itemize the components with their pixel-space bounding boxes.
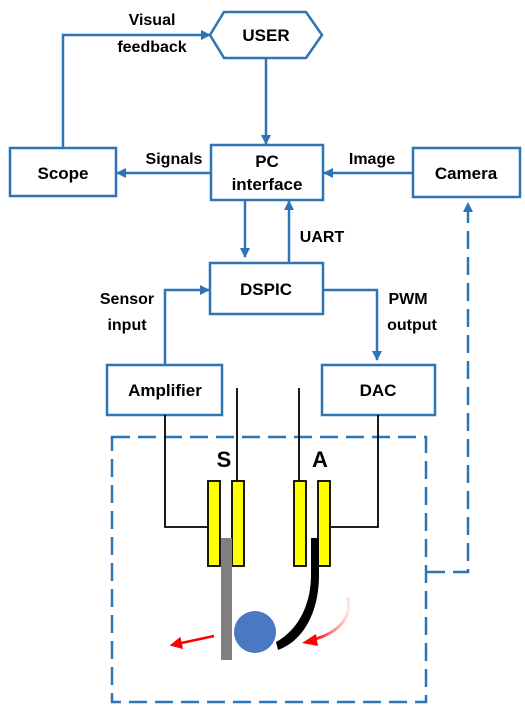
dac-label: DAC xyxy=(360,381,397,400)
sensor-beam xyxy=(221,538,232,660)
dac-node xyxy=(320,363,437,417)
pc-interface-label-line1: PC xyxy=(255,152,279,171)
user-label: USER xyxy=(242,26,289,45)
amplifier-node xyxy=(105,363,224,417)
camera-label: Camera xyxy=(435,164,498,183)
visual-feedback-label-line1: Visual xyxy=(129,12,176,29)
sensor-input-arrow xyxy=(163,285,210,364)
pwm-output-label-line2: output xyxy=(387,317,437,334)
actuator-motion-arrowhead xyxy=(302,634,318,646)
uart-label: UART xyxy=(300,229,345,246)
actuator-beam xyxy=(276,538,319,650)
amplifier-label: Amplifier xyxy=(128,381,202,400)
sensor-input-label-line1: Sensor xyxy=(100,291,154,308)
experiment-enclosure xyxy=(110,435,428,704)
sensor-input-label-line2: input xyxy=(107,317,147,334)
actuator-electrode-label: A xyxy=(312,447,328,472)
actuator-electrode-right xyxy=(317,480,331,567)
pc-interface-label-line2: interface xyxy=(232,175,303,194)
signals-label: Signals xyxy=(146,151,203,168)
image-label: Image xyxy=(349,151,395,168)
visual-feedback-arrow xyxy=(61,30,211,148)
pwm-output-label-line1: PWM xyxy=(388,291,427,308)
scope-node xyxy=(8,146,118,198)
amplifier-wire-left xyxy=(164,415,211,528)
camera-node xyxy=(411,146,522,199)
sensor-electrode-label: S xyxy=(217,447,232,472)
actuator-electrode-left xyxy=(293,480,307,567)
scope-label: Scope xyxy=(37,164,88,183)
ball-motion-arrow xyxy=(169,634,215,650)
actuator-motion-arrow xyxy=(311,596,351,642)
dspic-node xyxy=(208,261,325,316)
user-node xyxy=(208,10,324,60)
visual-feedback-label-line2: feedback xyxy=(117,39,186,56)
sensor-electrode-left xyxy=(207,480,221,567)
camera-feedback-line xyxy=(427,202,473,574)
pc-interface-node xyxy=(209,143,325,202)
pwm-output-arrow xyxy=(323,288,382,361)
ball xyxy=(234,611,276,653)
dac-wire-right xyxy=(331,415,379,528)
sensor-electrode-right xyxy=(231,480,245,567)
dspic-label: DSPIC xyxy=(240,280,292,299)
